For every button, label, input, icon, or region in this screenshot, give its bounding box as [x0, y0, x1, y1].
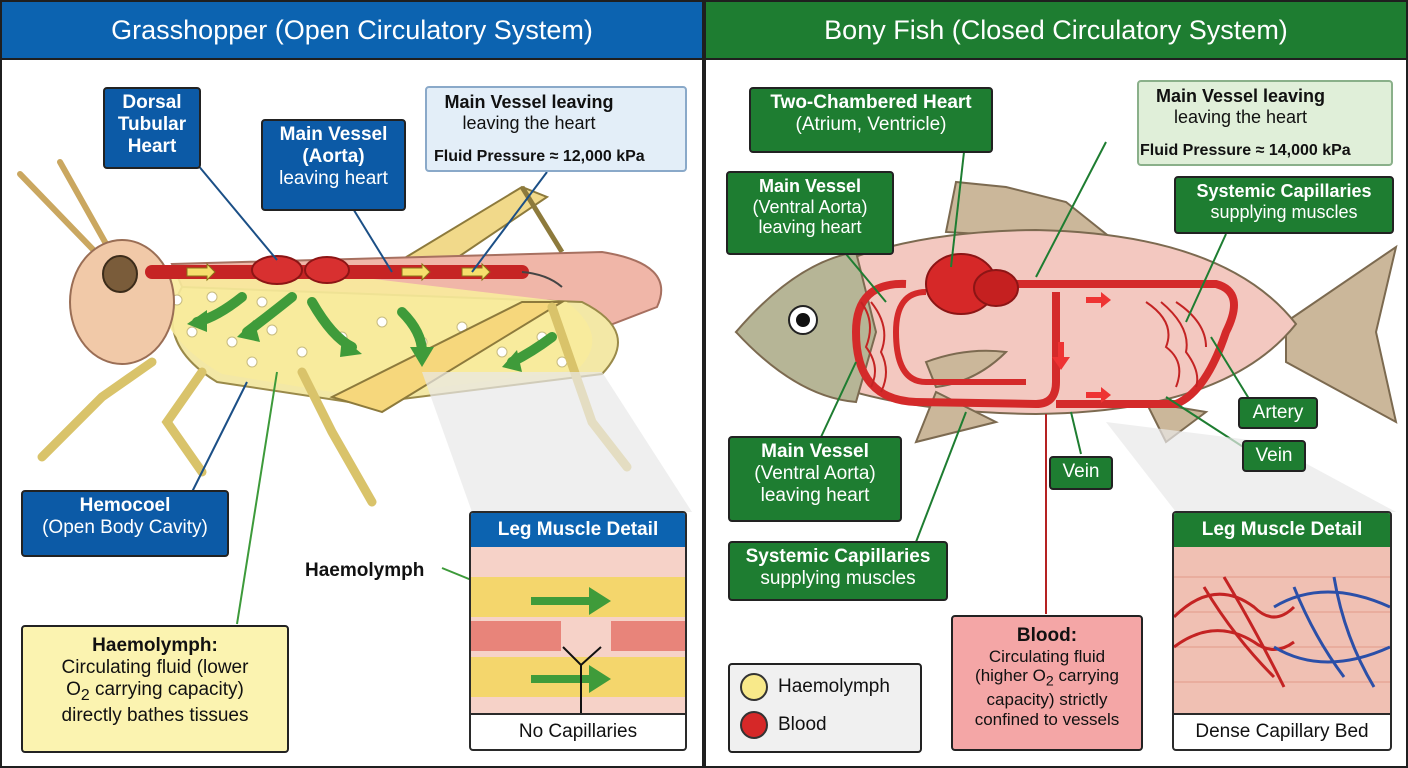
left-detail-footer: No Capillaries — [471, 713, 685, 749]
right-detail-card: Leg Muscle Detail Dense Capillary Bed — [1172, 511, 1392, 751]
haemolymph-desc-line1: Circulating fluid (lower — [61, 656, 249, 678]
haemolymph-desc-title: Haemolymph: — [92, 635, 218, 656]
ventral-aorta-bottom-sub: (Ventral Aorta) leaving heart — [754, 462, 876, 506]
ventral-aorta-top-title: Main Vessel — [758, 176, 862, 196]
left-pressure-box: Main Vessel leaving leaving the heart — [425, 86, 687, 172]
two-chambered-heart-sub: (Atrium, Ventricle) — [795, 113, 947, 135]
blood-desc-line3: capacity) strictly — [986, 690, 1108, 710]
hemocoel-sub: (Open Body Cavity) — [42, 516, 208, 538]
dense-capillary-illustration — [1174, 547, 1390, 715]
right-detail-title: Leg Muscle Detail — [1174, 513, 1390, 547]
blood-desc-subscript: 2 — [1045, 673, 1054, 690]
systemic-capillaries-label-top: Systemic Capillaries supplying muscles — [1174, 176, 1394, 234]
left-pressure-value: Fluid Pressure ≈ 12,000 kPa — [434, 148, 645, 165]
systemic-capillaries-top-sub: supplying muscles — [1210, 201, 1358, 222]
haemolymph-desc-subscript: 2 — [80, 686, 90, 704]
left-pressure-sub: leaving the heart — [462, 112, 596, 133]
left-detail-title: Leg Muscle Detail — [471, 513, 685, 547]
legend-haemolymph-swatch — [740, 673, 768, 701]
blood-desc-carrying: carrying — [1053, 666, 1119, 686]
artery-label: Artery — [1238, 397, 1318, 429]
aorta-label-title: Main Vessel (Aorta) — [279, 124, 388, 167]
blood-desc-o: (higher O — [975, 666, 1046, 686]
systemic-capillaries-bottom-sub: supplying muscles — [760, 567, 916, 589]
hemocoel-label: Hemocoel (Open Body Cavity) — [21, 490, 229, 557]
haemolymph-desc-line2: O2 carrying capacity) — [29, 679, 281, 705]
ventral-aorta-label-top: Main Vessel (Ventral Aorta) leaving hear… — [726, 171, 894, 255]
systemic-capillaries-top-title: Systemic Capillaries — [1196, 181, 1372, 201]
haemolymph-desc-capacity: carrying capacity) — [89, 678, 244, 700]
systemic-capillaries-label-bottom: Systemic Capillaries supplying muscles — [728, 541, 948, 601]
right-pressure-title: Main Vessel leaving — [1155, 86, 1326, 106]
left-panel-title: Grasshopper (Open Circulatory System) — [2, 2, 702, 60]
legend-box: Haemolymph Blood — [728, 663, 922, 753]
hemocoel-title: Hemocoel — [79, 495, 171, 516]
two-chambered-heart-label: Two-Chambered Heart (Atrium, Ventricle) — [749, 87, 993, 153]
two-chambered-heart-title: Two-Chambered Heart — [770, 92, 972, 113]
left-panel: Grasshopper (Open Circulatory System) — [0, 0, 704, 768]
haemolymph-description: Haemolymph: Circulating fluid (lower O2 … — [21, 625, 289, 753]
haemolymph-desc-line3: directly bathes tissues — [61, 704, 249, 726]
haemolymph-desc-o: O — [66, 678, 81, 700]
systemic-capillaries-bottom-title: Systemic Capillaries — [745, 546, 931, 567]
aorta-label: Main Vessel (Aorta) leaving heart — [261, 119, 406, 211]
right-panel: Bony Fish (Closed Circulatory System) — [704, 0, 1408, 768]
right-pressure-sub: leaving the heart — [1173, 106, 1308, 127]
legend-blood-label: Blood — [778, 714, 827, 736]
right-pressure-value: Fluid Pressure ≈ 14,000 kPa — [1140, 142, 1351, 159]
left-pressure-title: Main Vessel leaving — [444, 92, 614, 112]
ventral-aorta-bottom-title: Main Vessel — [761, 441, 869, 462]
haemolymph-arrow-label: Haemolymph — [305, 560, 425, 581]
dorsal-heart-text: Dorsal Tubular Heart — [117, 92, 187, 157]
ventral-aorta-top-sub: (Ventral Aorta) leaving heart — [752, 196, 868, 238]
vein-label-right: Vein — [1242, 440, 1306, 472]
blood-description: Blood: Circulating fluid (higher O2 carr… — [951, 615, 1143, 751]
right-pressure-box: Main Vessel leaving leaving the heart — [1137, 80, 1393, 166]
right-panel-title: Bony Fish (Closed Circulatory System) — [706, 2, 1406, 60]
grasshopper-illustration — [17, 93, 692, 625]
left-detail-card: Leg Muscle Detail No Capillaries — [469, 511, 687, 751]
blood-desc-line2: (higher O2 carrying — [959, 666, 1135, 690]
vein-label-middle: Vein — [1049, 456, 1113, 490]
blood-desc-line4: confined to vessels — [974, 709, 1120, 729]
right-detail-footer: Dense Capillary Bed — [1174, 713, 1390, 749]
legend-blood: Blood — [740, 711, 910, 739]
legend-haemolymph: Haemolymph — [740, 673, 910, 701]
dorsal-heart-label: Dorsal Tubular Heart — [103, 87, 201, 169]
aorta-label-sub: leaving heart — [279, 167, 388, 189]
no-capillaries-illustration — [471, 547, 685, 715]
ventral-aorta-label-bottom: Main Vessel (Ventral Aorta) leaving hear… — [728, 436, 902, 522]
blood-desc-line1: Circulating fluid — [988, 646, 1106, 666]
blood-desc-title: Blood: — [1016, 625, 1078, 646]
legend-haemolymph-label: Haemolymph — [778, 676, 890, 698]
legend-blood-swatch — [740, 711, 768, 739]
